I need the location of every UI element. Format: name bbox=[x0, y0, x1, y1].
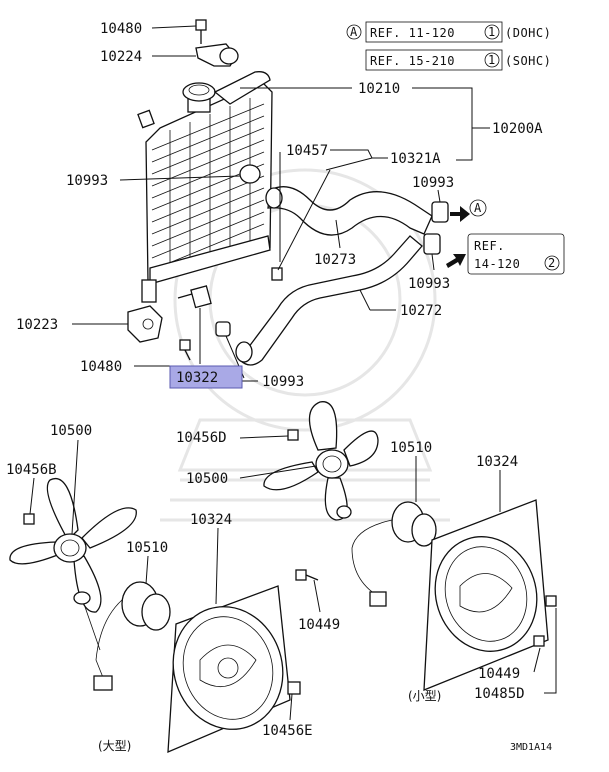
callout-10500-large[interactable]: 10500 bbox=[50, 423, 92, 439]
callout-10993-lower-right[interactable]: 10993 bbox=[408, 276, 450, 292]
small-fan-blade-10500 bbox=[263, 401, 379, 521]
note-small-type: (小型) bbox=[408, 689, 441, 703]
callout-10456e[interactable]: 10456E bbox=[262, 723, 313, 739]
ref-15-210-num: 1 bbox=[488, 53, 495, 67]
callout-10324-small[interactable]: 10324 bbox=[476, 454, 518, 470]
upper-hose-10273 bbox=[265, 186, 433, 236]
callout-10510-large[interactable]: 10510 bbox=[126, 540, 168, 556]
callout-10210[interactable]: 10210 bbox=[358, 81, 400, 97]
arrow-marker-a: A bbox=[469, 199, 487, 217]
callout-10324-large[interactable]: 10324 bbox=[190, 512, 232, 528]
callout-10223[interactable]: 10223 bbox=[16, 317, 58, 333]
hose-clamps bbox=[271, 201, 449, 281]
callout-10200a[interactable]: 10200A bbox=[492, 121, 543, 137]
ref-dohc: (DOHC) bbox=[505, 26, 551, 40]
callout-labels: 10480 10224 10210 10200A 10993 10457 103… bbox=[6, 21, 543, 739]
callout-10500-small[interactable]: 10500 bbox=[186, 471, 228, 487]
leader-lines bbox=[29, 25, 557, 721]
callout-10321a[interactable]: 10321A bbox=[390, 151, 441, 167]
reference-block-dohc: A REF. 11-120 1 (DOHC) bbox=[346, 21, 551, 43]
callout-10456b[interactable]: 10456B bbox=[6, 462, 57, 478]
callout-10273[interactable]: 10273 bbox=[314, 252, 356, 268]
ref-15-210[interactable]: REF. 15-210 bbox=[370, 54, 455, 68]
callout-10322[interactable]: 10322 bbox=[176, 370, 218, 386]
small-fan-motor-10510 bbox=[295, 501, 437, 607]
ref-11-120-num: 1 bbox=[488, 25, 495, 39]
ref-14-120-num: 2 bbox=[548, 256, 555, 270]
notes: (大型) (小型) 3MD1A14 bbox=[98, 689, 552, 753]
arrow-marker-a-label: A bbox=[474, 201, 482, 215]
ref-marker-a: A bbox=[350, 25, 358, 39]
callout-10224[interactable]: 10224 bbox=[100, 49, 142, 65]
callout-10993-radiator[interactable]: 10993 bbox=[66, 173, 108, 189]
ref-14-120-line2[interactable]: 14-120 bbox=[474, 257, 520, 271]
callout-10449-left[interactable]: 10449 bbox=[298, 617, 340, 633]
callout-10456d[interactable]: 10456D bbox=[176, 430, 227, 446]
callout-10449-right[interactable]: 10449 bbox=[478, 666, 520, 682]
large-fan-motor-10510 bbox=[73, 581, 171, 691]
ref-14-120-line1[interactable]: REF. bbox=[474, 239, 505, 253]
callout-10457[interactable]: 10457 bbox=[286, 143, 328, 159]
callout-10993-bottom[interactable]: 10993 bbox=[262, 374, 304, 390]
small-fan-shroud-10324 bbox=[423, 499, 557, 691]
callout-10272[interactable]: 10272 bbox=[400, 303, 442, 319]
reference-block-14-120: REF. 14-120 2 bbox=[467, 233, 565, 275]
ref-11-120[interactable]: REF. 11-120 bbox=[370, 26, 455, 40]
large-fan-shroud-10324 bbox=[167, 585, 301, 754]
reference-block-sohc: REF. 15-210 1 (SOHC) bbox=[365, 49, 551, 71]
diagram-code: 3MD1A14 bbox=[510, 742, 552, 753]
callout-10485d[interactable]: 10485D bbox=[474, 686, 525, 702]
highlight-10322 bbox=[169, 365, 243, 389]
flow-arrows bbox=[446, 206, 470, 268]
lower-hose-10272 bbox=[235, 235, 423, 366]
ref-sohc: (SOHC) bbox=[505, 54, 551, 68]
note-large-type: (大型) bbox=[98, 739, 131, 753]
callout-10480-top[interactable]: 10480 bbox=[100, 21, 142, 37]
callout-10510-small[interactable]: 10510 bbox=[390, 440, 432, 456]
callout-10993-upper-right[interactable]: 10993 bbox=[412, 175, 454, 191]
callout-10480-lower[interactable]: 10480 bbox=[80, 359, 122, 375]
large-fan-blade-10500 bbox=[9, 477, 137, 613]
